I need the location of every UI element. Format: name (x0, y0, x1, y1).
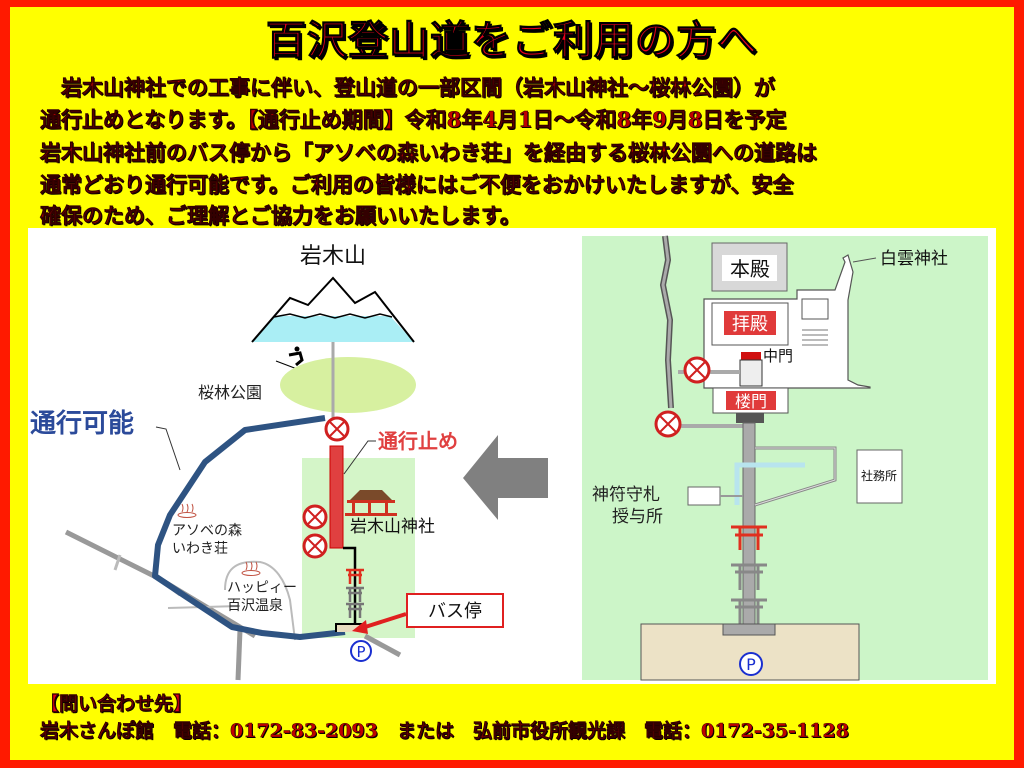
shamusho-label: 社務所 (861, 468, 897, 483)
lodge-label: アソベの森 (172, 523, 242, 539)
arrow-left-icon (463, 435, 548, 520)
overview-map: 岩木山 桜林公園 通行可能 通行止め (30, 244, 548, 681)
notice-line: 通常どおり通行可能です。ご利用の皆様にはご不便をおかけいたしますが、安全 (40, 172, 794, 198)
onsen-label: 百沢温泉 (227, 597, 283, 614)
parking-icon (350, 640, 372, 662)
mountain-label: 岩木山 (300, 244, 366, 269)
hakuun-label: 白雲神社 (880, 249, 948, 269)
notice-line: 岩木山神社での工事に伴い、登山道の一部区間（岩木山神社～桜林公園）が (40, 75, 776, 101)
no-entry-icon (654, 356, 711, 438)
torii-icon (731, 525, 767, 625)
parking-icon (739, 652, 763, 676)
bus-stop-label: バス停 (428, 601, 482, 622)
juyosho-building (687, 486, 721, 506)
juyosho-label: 授与所 (612, 507, 663, 527)
notice-line: 岩木山神社前のバス停から「アソベの森いわき荘」を経由する桜林公園への道路は (40, 140, 818, 166)
chumon-label: 中門 (763, 347, 793, 365)
onsen-icon (177, 503, 261, 576)
honden-label: 本殿 (730, 257, 770, 281)
closed-section (329, 445, 344, 549)
notice-line: 通行止めとなります。【通行止め期間】令和8年4月1日～令和8年9月8日を予定 (40, 107, 787, 133)
notice-line: 確保のため、ご理解とご協力をお願いいたします。 (40, 203, 522, 229)
onsen-label: ハッピィー (227, 580, 297, 596)
page-title: 百沢登山道をご利用の方へ (266, 17, 758, 65)
approach-path (742, 422, 756, 627)
mountain-icon (251, 276, 415, 343)
open-route-path (152, 415, 346, 640)
contact-heading: 【問い合わせ先】 (40, 693, 193, 716)
parking-label: P (356, 643, 365, 661)
park-area (280, 357, 416, 413)
shrine-icon (345, 490, 397, 516)
haiden-label: 拝殿 (732, 314, 768, 335)
bus-stop-box (406, 593, 504, 628)
shrine-label: 岩木山神社 (350, 517, 435, 537)
romon-label: 楼門 (735, 392, 767, 411)
bus-stop-arrow (361, 612, 407, 630)
torii-icon (346, 568, 364, 618)
park-label: 桜林公園 (198, 383, 262, 402)
parking-label: P (746, 655, 756, 674)
no-entry-icon (302, 416, 350, 559)
lodge-label: いわき荘 (172, 541, 228, 557)
closed-route-label: 通行止め (378, 429, 458, 453)
juyosho-label: 神符守札 (592, 485, 660, 505)
shamusho-building (856, 449, 903, 504)
shrine-detail-map: 本殿 白雲神社 拝殿 中門 楼門 社務所 神符守札 授与所 (582, 235, 988, 681)
contact-info: 岩木さんぽ館 電話：0172-83-2093 または 弘前市役所観光課 電話：0… (40, 720, 849, 743)
open-route-label: 通行可能 (30, 408, 134, 439)
